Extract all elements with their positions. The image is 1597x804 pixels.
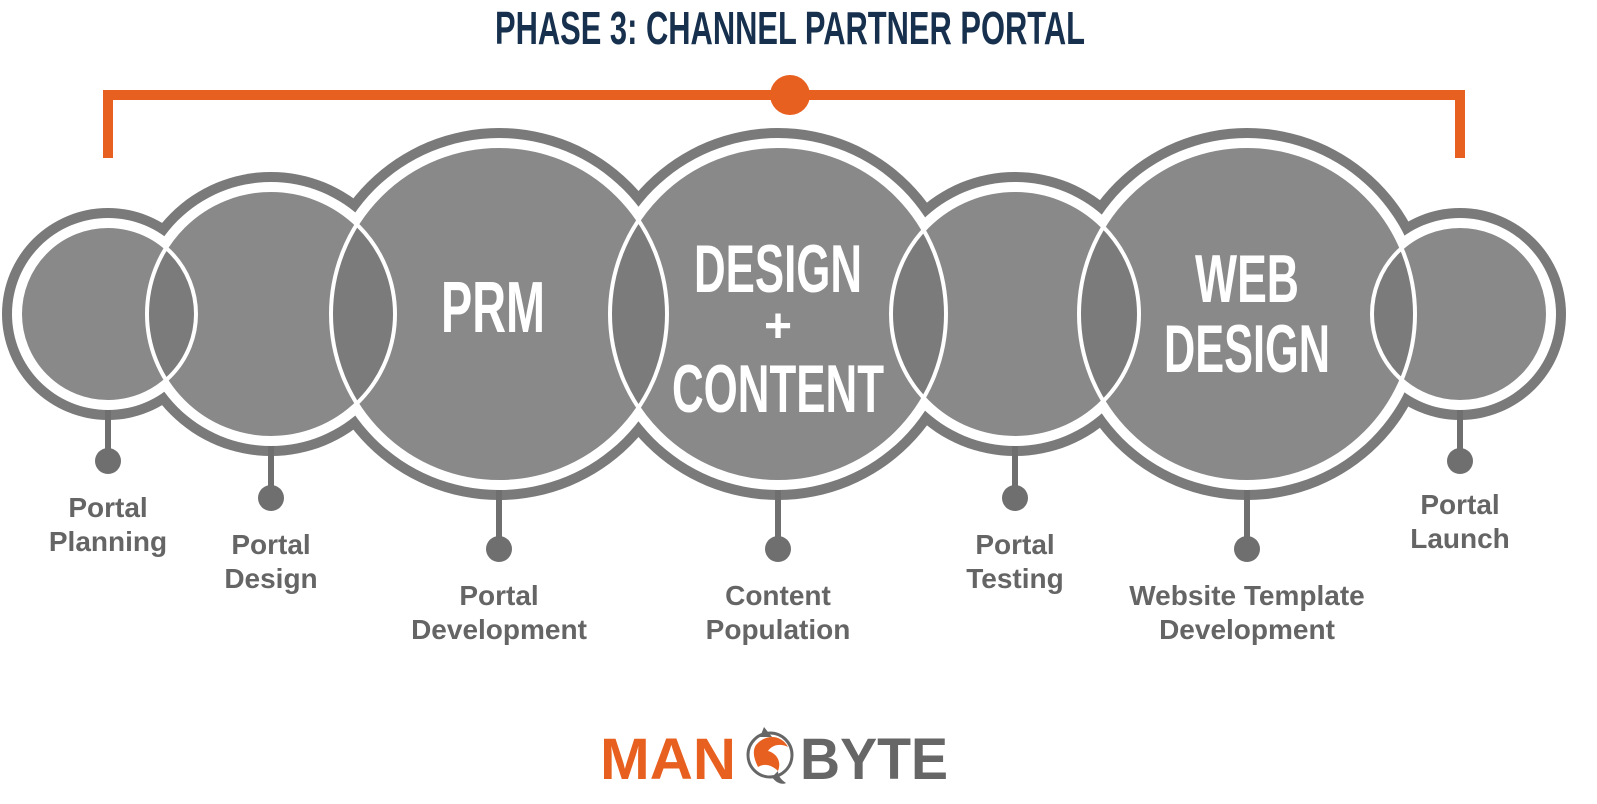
group-design2-line: DESIGN <box>1164 311 1330 387</box>
stage-label-6-line-0: Portal <box>1420 489 1499 520</box>
stage-dot-6 <box>1447 448 1473 474</box>
stage-label-0-line-0: Portal <box>68 492 147 523</box>
stage-outline-4 <box>889 188 1141 440</box>
manobyte-logo: MAN BYTE <box>600 727 948 792</box>
fish-icon <box>746 727 794 784</box>
group-web-line: WEB <box>1195 241 1299 317</box>
logo-left-text: MAN <box>600 727 736 792</box>
stage-outline-0 <box>18 224 198 404</box>
stage-outline-2 <box>329 144 669 484</box>
stage-label-6-line-1: Launch <box>1410 523 1510 554</box>
group-design-line: DESIGN <box>694 231 862 307</box>
stage-label-4-line-0: Portal <box>975 529 1054 560</box>
stage-fill-1 <box>147 190 395 438</box>
stage-outline-5 <box>1077 144 1417 484</box>
stage-label-3-line-0: Content <box>725 580 831 611</box>
logo-right-text: BYTE <box>800 727 948 792</box>
stage-label-1-line-1: Design <box>224 563 317 594</box>
stage-dot-4 <box>1002 485 1028 511</box>
stage-outline-6 <box>1370 224 1550 404</box>
group-prm-line: PRM <box>441 268 545 348</box>
stage-label-3-line-1: Population <box>706 614 851 645</box>
group-content-line: CONTENT <box>672 351 884 427</box>
stage-label-5-line-1: Development <box>1159 614 1335 645</box>
stage-outline-1 <box>145 188 397 440</box>
group-label-design-content: DESIGN + CONTENT <box>672 231 884 427</box>
stage-dot-5 <box>1234 536 1260 562</box>
stage-label-4-line-1: Testing <box>966 563 1063 594</box>
stage-label-0-line-1: Planning <box>49 526 167 557</box>
stage-outline-3 <box>608 144 948 484</box>
diagram-title: PHASE 3: CHANNEL PARTNER PORTAL <box>495 2 1085 54</box>
group-plus-line: + <box>764 300 792 353</box>
stage-fill-3 <box>610 146 946 482</box>
stage-fill-4 <box>891 190 1139 438</box>
stage-fill-5 <box>1079 146 1415 482</box>
stage-fill-2 <box>331 146 667 482</box>
stage-label-2-line-1: Development <box>411 614 587 645</box>
stage-label-2-line-0: Portal <box>459 580 538 611</box>
stage-dot-0 <box>95 448 121 474</box>
stage-dot-1 <box>258 485 284 511</box>
group-label-web-design: WEB DESIGN <box>1164 241 1330 387</box>
bracket-center-dot <box>770 75 810 115</box>
phase-bracket <box>103 75 1465 158</box>
stage-fill-0 <box>20 226 196 402</box>
stage-connectors <box>95 410 1473 562</box>
stage-outlines <box>18 144 1550 484</box>
stage-dot-3 <box>765 536 791 562</box>
stage-label-1-line-0: Portal <box>231 529 310 560</box>
stage-fill-6 <box>1372 226 1548 402</box>
group-label-prm: PRM <box>441 268 545 348</box>
stage-label-5-line-0: Website Template <box>1129 580 1364 611</box>
stage-dot-2 <box>486 536 512 562</box>
